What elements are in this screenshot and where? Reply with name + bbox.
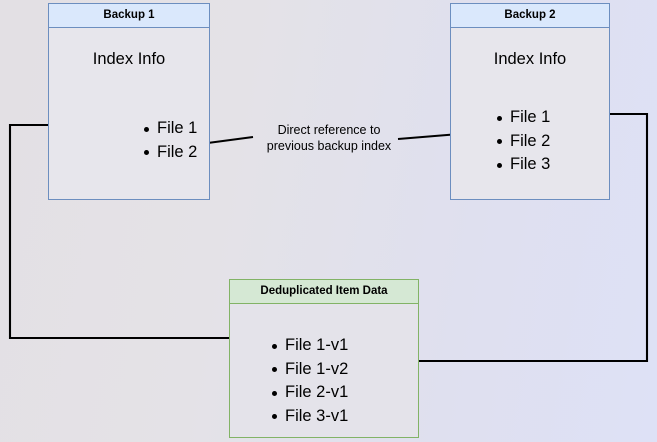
backup-1-index-info-label: Index Info <box>92 50 166 68</box>
node-backup-2-header: Backup 2 <box>451 4 609 28</box>
node-backup-1-body: Index Info File 1 File 2 <box>49 28 209 199</box>
node-backup-2[interactable]: Backup 2 Index Info File 1 File 2 File 3 <box>450 3 610 200</box>
list-item[interactable]: File 2-v1 <box>270 381 348 405</box>
list-item[interactable]: File 1 <box>495 106 550 130</box>
backup-2-index-info-label: Index Info <box>493 50 567 68</box>
backup-1-file-list: File 1 File 2 <box>142 117 197 164</box>
node-deduplicated-body: File 1-v1 File 1-v2 File 2-v1 File 3-v1 <box>230 304 418 437</box>
node-deduplicated-header: Deduplicated Item Data <box>230 280 418 304</box>
list-item[interactable]: File 2 <box>142 141 197 165</box>
edge-label-direct-reference: Direct reference to previous backup inde… <box>249 122 409 154</box>
list-item[interactable]: File 3-v1 <box>270 405 348 429</box>
deduplicated-file-list: File 1-v1 File 1-v2 File 2-v1 File 3-v1 <box>270 334 348 428</box>
edge-label-line-2: previous backup index <box>266 139 392 153</box>
list-item[interactable]: File 3 <box>495 153 550 177</box>
list-item[interactable]: File 2 <box>495 130 550 154</box>
node-backup-1[interactable]: Backup 1 Index Info File 1 File 2 <box>48 3 210 200</box>
list-item[interactable]: File 1-v1 <box>270 334 348 358</box>
node-backup-2-body: Index Info File 1 File 2 File 3 <box>451 28 609 199</box>
node-deduplicated-item-data[interactable]: Deduplicated Item Data File 1-v1 File 1-… <box>229 279 419 438</box>
node-backup-1-header: Backup 1 <box>49 4 209 28</box>
backup-2-file-list: File 1 File 2 File 3 <box>495 106 550 177</box>
edge-label-line-1: Direct reference to <box>277 123 381 137</box>
list-item[interactable]: File 1-v2 <box>270 358 348 382</box>
list-item[interactable]: File 1 <box>142 117 197 141</box>
